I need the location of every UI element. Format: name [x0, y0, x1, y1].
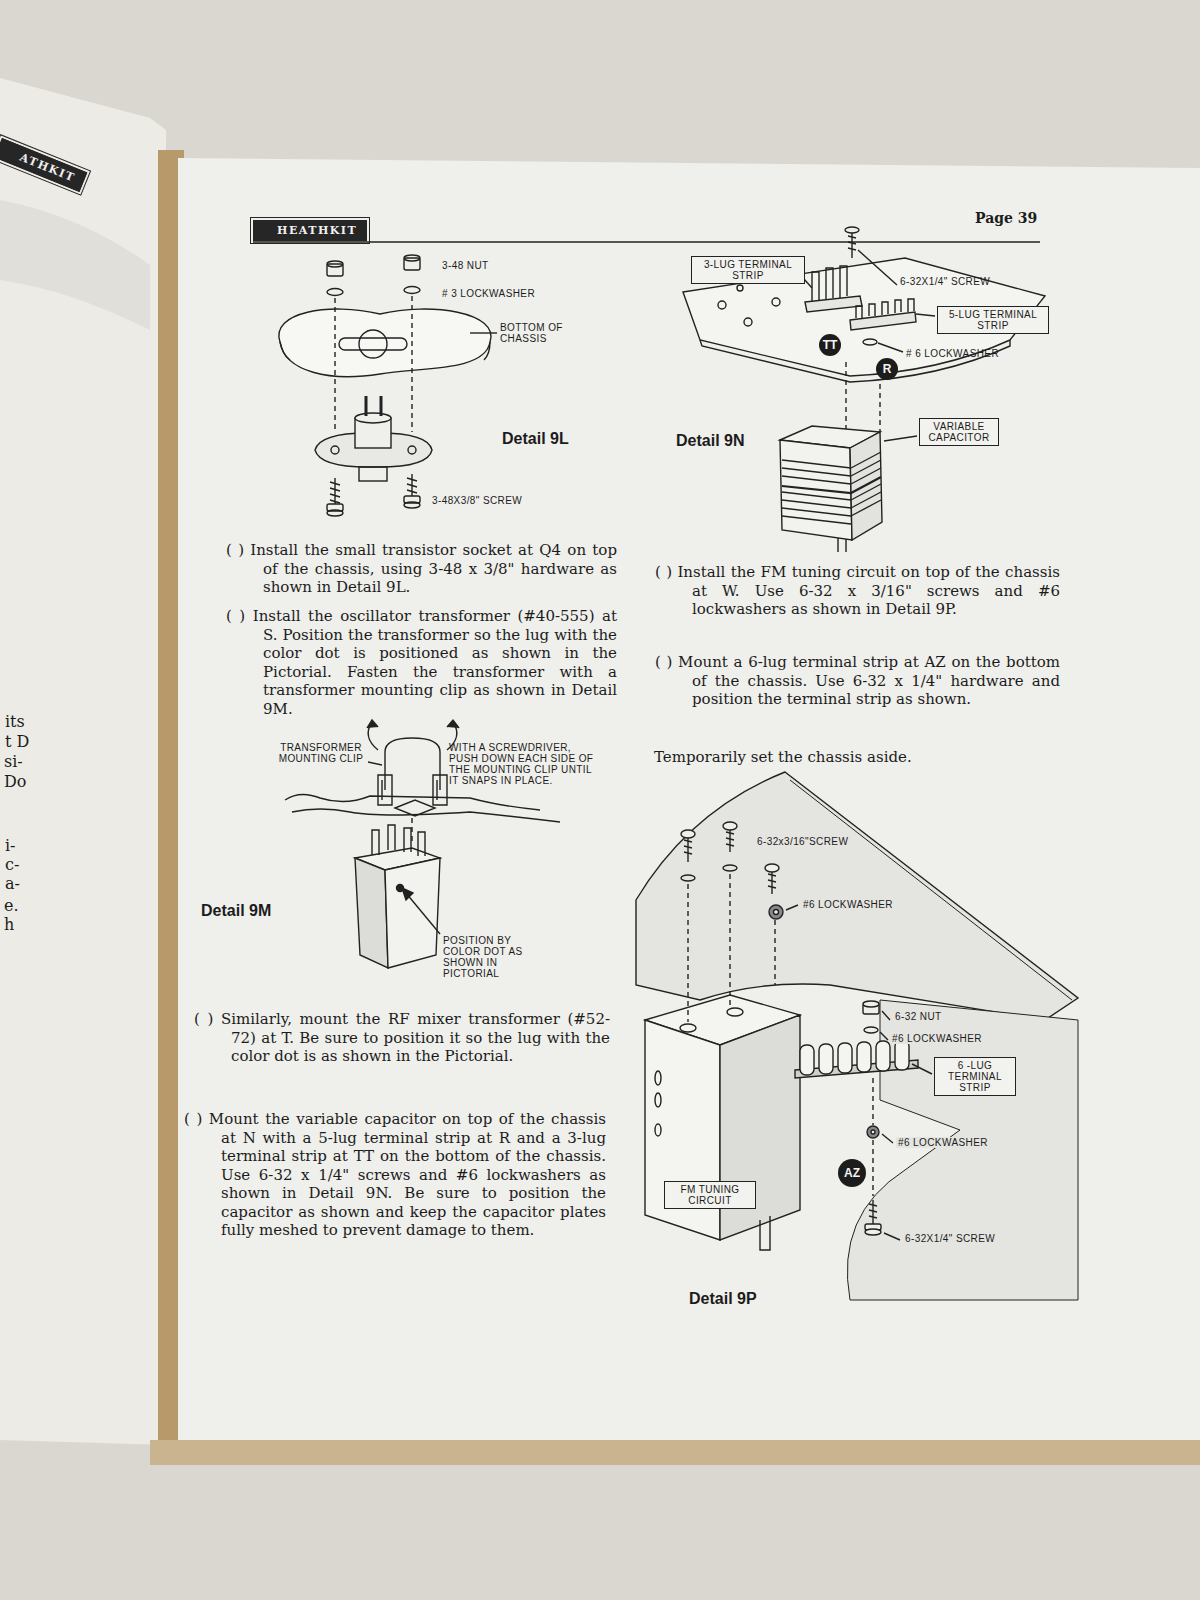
- text-fragment: e.: [4, 897, 19, 915]
- node-text: R: [883, 362, 892, 376]
- brand-logo: HEATHKIT: [253, 220, 367, 241]
- text-fragment: h: [4, 916, 14, 934]
- part-label: # 6 LOCKWASHER: [906, 348, 999, 359]
- text-fragment: its: [5, 713, 25, 731]
- callout-box: 3-LUG TERMINAL STRIP: [691, 256, 805, 284]
- part-label: #6 LOCKWASHER: [896, 1137, 990, 1148]
- instruction-step: ( ) Mount a 6-lug terminal strip at AZ o…: [655, 653, 1060, 709]
- instruction-step: ( ) Mount the variable capacitor on top …: [184, 1110, 606, 1240]
- callout-box: 5-LUG TERMINAL STRIP: [937, 306, 1049, 334]
- text-fragment: Do: [4, 773, 26, 791]
- detail-9n-drawing: [683, 227, 1045, 552]
- detail-heading: Detail 9P: [689, 1290, 757, 1308]
- detail-9p-drawing: [636, 772, 1078, 1300]
- detail-heading: Detail 9M: [201, 902, 271, 920]
- node-text: FM TUNING CIRCUIT: [669, 1184, 751, 1206]
- location-marker: TT: [819, 334, 841, 356]
- node-text: 6 -LUG TERMINAL STRIP: [939, 1060, 1011, 1093]
- callout-box: FM TUNING CIRCUIT: [664, 1181, 756, 1209]
- instruction-step: ( ) Install the FM tuning circuit on top…: [655, 563, 1060, 619]
- instruction-note: Temporarily set the chassis aside.: [654, 748, 912, 767]
- part-label: 6-32X1/4" SCREW: [900, 276, 990, 287]
- part-label: TRANSFORMER MOUNTING CLIP: [275, 742, 367, 764]
- part-label: 6-32 NUT: [893, 1011, 944, 1022]
- text-fragment: t D: [5, 733, 29, 751]
- detail-heading: Detail 9L: [502, 430, 569, 448]
- text-fragment: a-: [5, 875, 20, 893]
- text-fragment: c-: [5, 856, 19, 874]
- part-label: #6 LOCKWASHER: [890, 1033, 984, 1044]
- detail-heading: Detail 9N: [676, 432, 744, 450]
- callout-box: VARIABLE CAPACITOR: [919, 418, 999, 446]
- instruction-step: ( ) Install the oscillator transformer (…: [226, 607, 617, 718]
- node-text: AZ: [844, 1166, 860, 1180]
- part-label: # 3 LOCKWASHER: [442, 288, 535, 299]
- note-text: WITH A SCREWDRIVER, PUSH DOWN EACH SIDE …: [449, 742, 597, 786]
- node-text: 3-LUG TERMINAL STRIP: [696, 259, 800, 281]
- part-label: #6 LOCKWASHER: [801, 899, 895, 910]
- page-number: Page 39: [975, 210, 1037, 226]
- text-fragment: si-: [4, 753, 23, 771]
- note-text: POSITION BY COLOR DOT AS SHOWN IN PICTOR…: [443, 935, 528, 979]
- callout-box: 6 -LUG TERMINAL STRIP: [934, 1057, 1016, 1096]
- location-marker: AZ: [838, 1159, 866, 1187]
- part-label: 3-48 NUT: [442, 260, 489, 271]
- location-marker: R: [876, 358, 898, 380]
- node-text: VARIABLE CAPACITOR: [924, 421, 994, 443]
- instruction-step: ( ) Similarly, mount the RF mixer transf…: [194, 1010, 610, 1066]
- part-label: 6-32X1/4" SCREW: [903, 1233, 997, 1244]
- node-text: 5-LUG TERMINAL STRIP: [942, 309, 1044, 331]
- text-fragment: i-: [5, 837, 16, 855]
- instruction-step: ( ) Install the small transistor socket …: [226, 541, 617, 597]
- node-text: HEATHKIT: [277, 224, 357, 237]
- part-label: BOTTOM OF CHASSIS: [500, 322, 575, 344]
- node-text: TT: [823, 338, 838, 352]
- part-label: 3-48X3/8" SCREW: [432, 495, 522, 506]
- part-label: 6-32x3/16"SCREW: [755, 836, 850, 847]
